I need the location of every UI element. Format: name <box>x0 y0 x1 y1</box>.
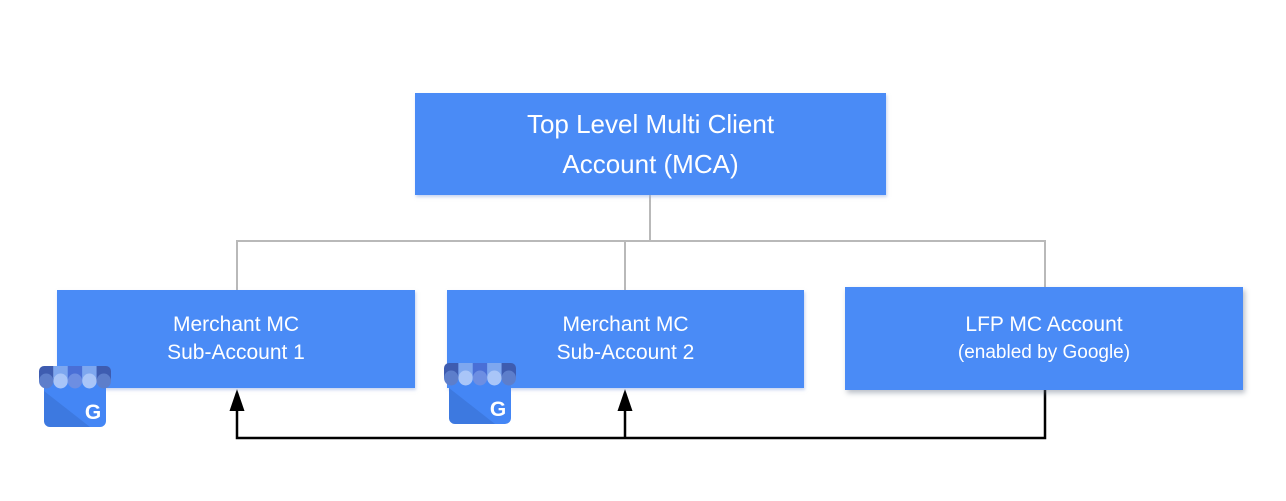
tree-connector-line <box>236 195 1046 290</box>
google-g-letter: G <box>85 401 101 424</box>
awning-scallop <box>472 370 488 386</box>
awning-scallop <box>67 373 83 389</box>
awning-scallop <box>458 370 473 386</box>
node-lfp-label-line2: (enabled by Google) <box>957 341 1131 363</box>
awning-scallop <box>487 370 502 386</box>
node-lfp-label-line1: LFP MC Account <box>965 312 1123 336</box>
arrowhead-to-sub1 <box>229 389 245 411</box>
storefront-body <box>449 375 511 424</box>
node-merchant-sub-account-1: Merchant MC Sub-Account 1 <box>57 290 415 388</box>
node-sub-account-1-label-line1: Merchant MC <box>172 313 300 336</box>
awning-scallop <box>96 373 111 389</box>
node-sub-account-2-label-line2: Sub-Account 2 <box>556 341 695 364</box>
awning-scallop <box>53 373 68 389</box>
lfp-feed-arrow-line <box>235 390 1047 440</box>
storefront-awning <box>39 366 111 389</box>
awning-scallop <box>39 373 54 389</box>
node-sub-account-2-label-line1: Merchant MC <box>562 313 689 336</box>
node-sub-account-1-label-line2: Sub-Account 1 <box>167 341 305 364</box>
google-business-icon: G <box>444 363 516 424</box>
node-lfp-mc-account: LFP MC Account (enabled by Google) <box>845 287 1243 390</box>
awning-scallop <box>82 373 97 389</box>
arrowhead-to-sub2 <box>617 389 633 411</box>
node-top-level-mca-label-line1: Top Level Multi Client <box>526 109 775 139</box>
google-g-letter: G <box>490 398 506 421</box>
google-business-icon: G <box>39 366 111 427</box>
node-merchant-sub-account-2: Merchant MC Sub-Account 2 <box>447 290 804 388</box>
node-top-level-mca: Top Level Multi Client Account (MCA) <box>415 93 886 195</box>
awning-scallop <box>501 370 516 386</box>
storefront-awning <box>444 363 516 386</box>
storefront-body <box>44 378 106 427</box>
awning-scallop <box>444 370 459 386</box>
storefront-fold <box>44 391 90 427</box>
storefront-fold <box>449 388 495 424</box>
node-top-level-mca-label-line2: Account (MCA) <box>562 149 739 179</box>
